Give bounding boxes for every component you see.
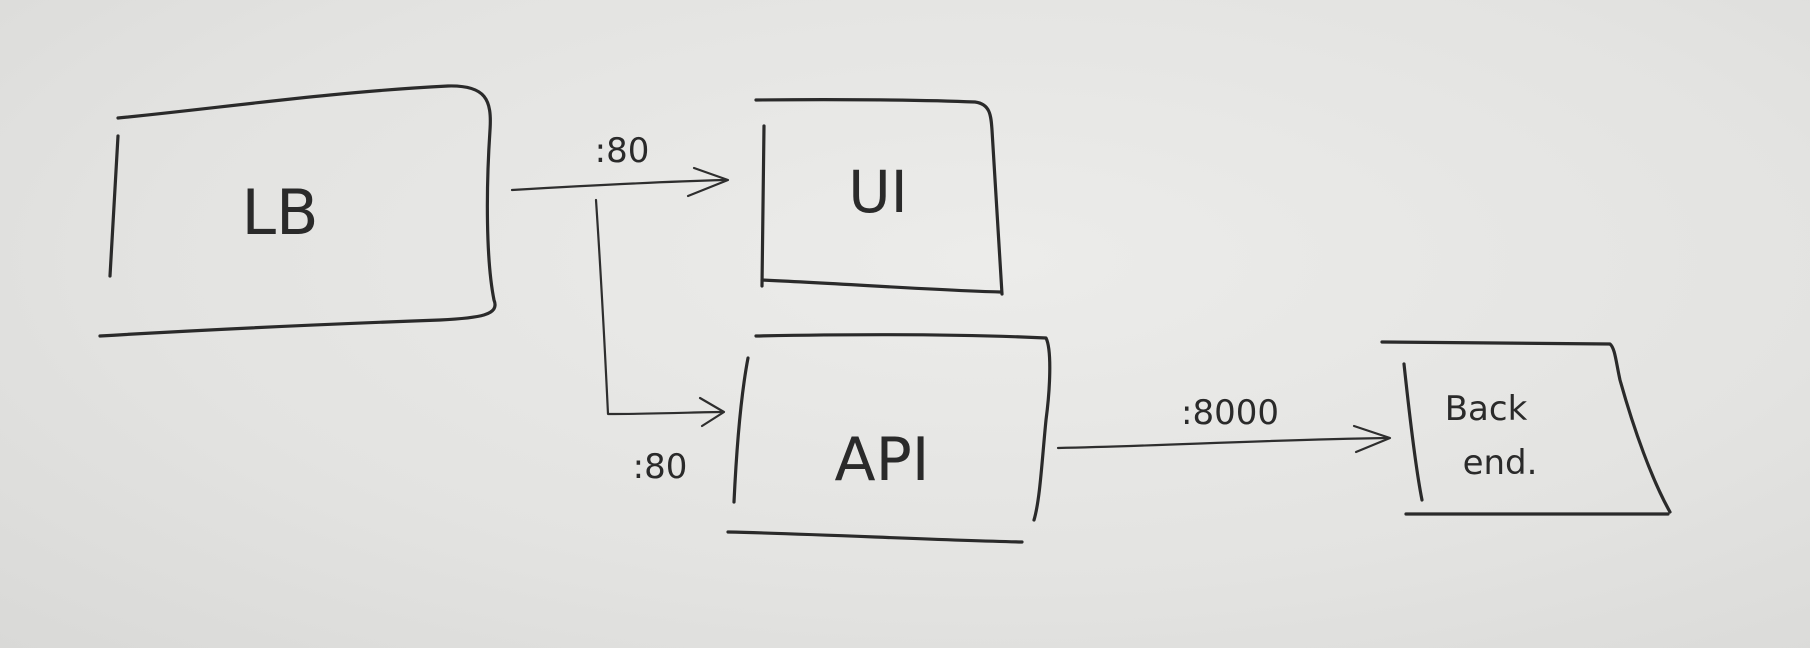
node-ui: UI <box>754 98 1004 296</box>
node-backend-box <box>1380 340 1672 516</box>
node-api-label: API <box>835 425 930 495</box>
edge-api-to-backend-arrowhead <box>1352 424 1392 454</box>
edge-api-to-backend: :8000 <box>1056 393 1392 454</box>
edge-lb-to-api: :80 <box>594 198 726 487</box>
node-api-box <box>726 333 1052 544</box>
node-api: API <box>726 333 1052 544</box>
edge-lb-to-api-line <box>594 198 724 416</box>
edge-api-to-backend-label: :8000 <box>1181 393 1279 433</box>
edge-lb-to-ui: :80 <box>510 131 730 198</box>
edge-lb-to-api-arrowhead <box>698 396 726 428</box>
edge-lb-to-ui-arrowhead <box>686 166 730 198</box>
node-backend-label-line1: Back <box>1445 389 1528 429</box>
edge-lb-to-ui-line <box>510 178 726 192</box>
node-ui-label: UI <box>848 158 908 226</box>
edge-lb-to-ui-label: :80 <box>595 131 650 171</box>
node-lb: LB <box>98 84 497 338</box>
node-ui-box <box>754 98 1004 296</box>
edge-api-to-backend-line <box>1056 436 1388 450</box>
node-backend-label-line2: end. <box>1463 443 1538 483</box>
node-backend: Back end. <box>1380 340 1672 516</box>
node-lb-box <box>98 84 497 338</box>
node-lb-label: LB <box>241 176 318 249</box>
edge-lb-to-api-label: :80 <box>633 447 688 487</box>
